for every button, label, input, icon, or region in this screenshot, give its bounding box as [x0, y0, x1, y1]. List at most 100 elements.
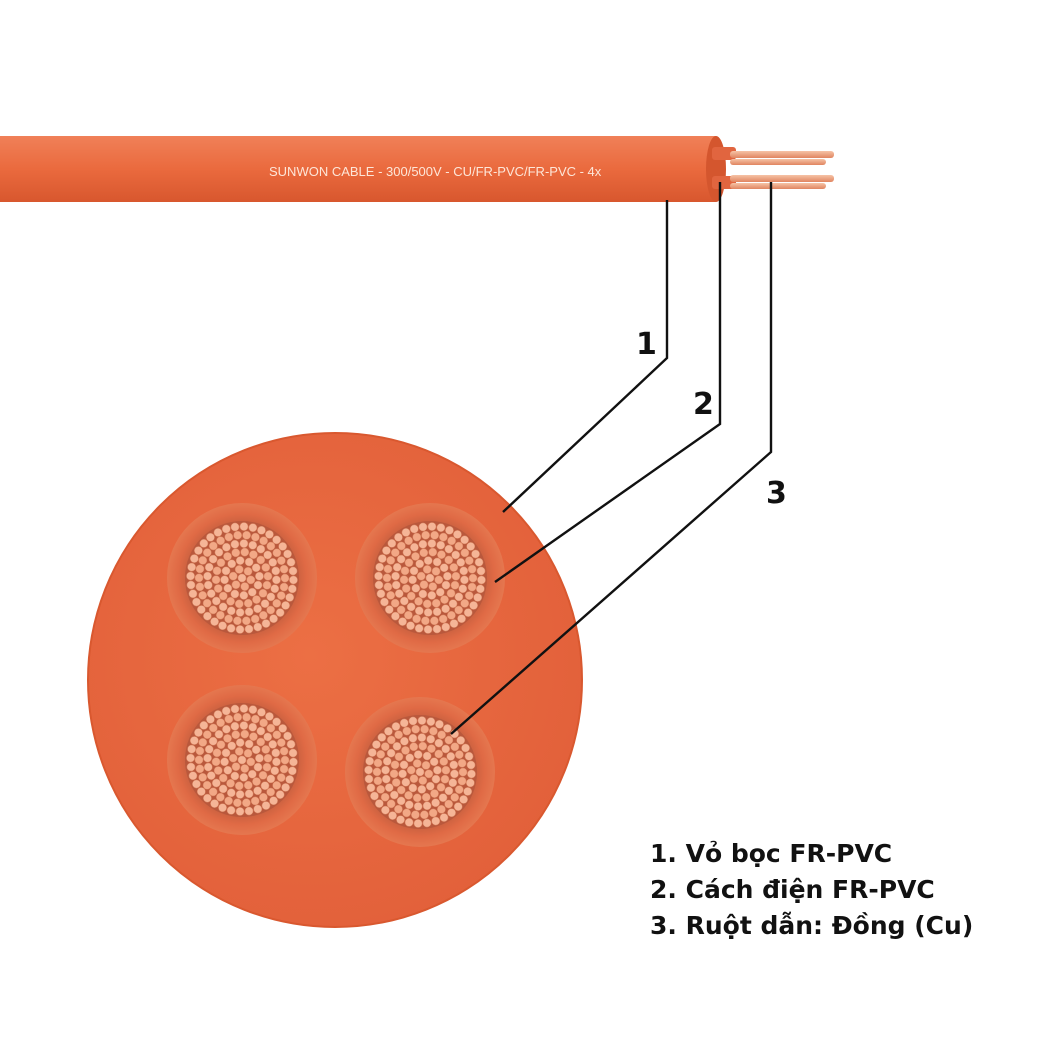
copper-strand: [405, 753, 415, 763]
copper-strand: [372, 740, 381, 749]
copper-strand: [226, 606, 236, 616]
copper-strand: [449, 563, 459, 572]
copper-strand: [242, 616, 251, 626]
copper-strand: [460, 599, 470, 608]
copper-strand: [417, 716, 427, 725]
copper-strand: [421, 760, 431, 770]
copper-strand: [240, 764, 250, 773]
copper-strand: [288, 566, 298, 576]
copper-strand: [383, 582, 393, 592]
copper-strand: [408, 733, 418, 743]
copper-strand: [258, 588, 268, 598]
copper-strand: [439, 532, 448, 542]
copper-strand: [421, 616, 430, 626]
copper-strand: [235, 807, 245, 816]
copper-strand: [367, 748, 377, 757]
copper-strand: [409, 524, 419, 534]
copper-strand: [272, 781, 282, 790]
copper-strand: [428, 582, 438, 591]
copper-strand: [276, 773, 286, 782]
copper-strand: [396, 796, 406, 806]
copper-strand: [441, 580, 451, 590]
copper-strand: [242, 530, 251, 540]
copper-strand: [394, 730, 403, 740]
copper-strand: [475, 584, 485, 594]
copper-strand: [211, 596, 221, 606]
copper-strand: [275, 608, 285, 617]
copper-strand: [227, 559, 237, 569]
copper-strand: [259, 792, 268, 802]
copper-strand: [251, 714, 260, 724]
copper-strand: [410, 542, 419, 552]
copper-strand: [383, 564, 393, 574]
copper-strand: [418, 539, 428, 549]
copper-strand: [473, 593, 483, 602]
copper-strand: [253, 762, 263, 772]
copper-strand: [439, 757, 449, 766]
copper-strand: [417, 785, 427, 794]
copper-strand: [249, 550, 258, 560]
copper-strand: [210, 617, 219, 626]
copper-strand: [420, 724, 429, 734]
copper-strand: [243, 566, 253, 576]
copper-strand: [427, 522, 437, 531]
copper-strand: [279, 582, 289, 592]
copper-strand: [199, 539, 209, 548]
copper-strand: [466, 760, 476, 770]
copper-strand: [210, 799, 219, 808]
copper-strand: [399, 596, 409, 606]
copper-strand: [272, 548, 282, 558]
copper-strand: [206, 714, 215, 724]
copper-strand: [208, 554, 218, 564]
copper-strand: [230, 589, 240, 599]
copper-strand: [432, 624, 442, 634]
copper-strand: [202, 548, 212, 557]
copper-strand: [425, 573, 435, 583]
copper-strand: [464, 556, 474, 565]
copper-strand: [189, 554, 199, 563]
copper-strand: [226, 597, 235, 606]
copper-strand: [404, 610, 413, 620]
copper-strand: [221, 706, 231, 716]
copper-strand: [433, 765, 442, 775]
copper-strand: [188, 771, 198, 781]
copper-strand: [412, 614, 421, 624]
copper-strand: [444, 799, 454, 809]
copper-strand: [386, 591, 396, 600]
copper-strand: [234, 565, 244, 574]
copper-strand: [436, 540, 446, 550]
copper-strand: [239, 591, 249, 600]
copper-strand: [391, 611, 400, 621]
copper-strand: [231, 730, 241, 740]
copper-strand: [431, 566, 441, 576]
copper-strand: [283, 549, 292, 559]
copper-strand: [203, 793, 212, 803]
copper-strand: [446, 752, 456, 761]
copper-strand: [427, 539, 437, 548]
copper-strand: [404, 536, 413, 546]
copper-strand: [380, 792, 390, 802]
copper-strand: [237, 573, 247, 583]
copper-strand: [417, 733, 427, 742]
copper-strand: [243, 748, 253, 758]
copper-strand: [386, 556, 396, 565]
leader-lines: [450, 182, 773, 735]
copper-strand: [396, 554, 406, 564]
copper-strand: [457, 614, 466, 624]
copper-strand: [279, 764, 289, 774]
copper-strand: [406, 602, 416, 612]
copper-strand: [447, 610, 456, 620]
copper-strand: [251, 745, 261, 755]
copper-strand: [431, 774, 441, 784]
copper-strand: [248, 540, 258, 550]
copper-strand: [231, 580, 241, 590]
copper-strand: [391, 571, 400, 581]
insulated-core-top: [712, 147, 736, 160]
copper-strand: [441, 744, 451, 754]
copper-strand: [444, 735, 454, 745]
copper-strand: [216, 792, 225, 802]
copper-strand: [382, 546, 391, 555]
copper-strand: [198, 738, 208, 747]
copper-strand: [233, 798, 242, 808]
copper-strand: [213, 584, 223, 593]
